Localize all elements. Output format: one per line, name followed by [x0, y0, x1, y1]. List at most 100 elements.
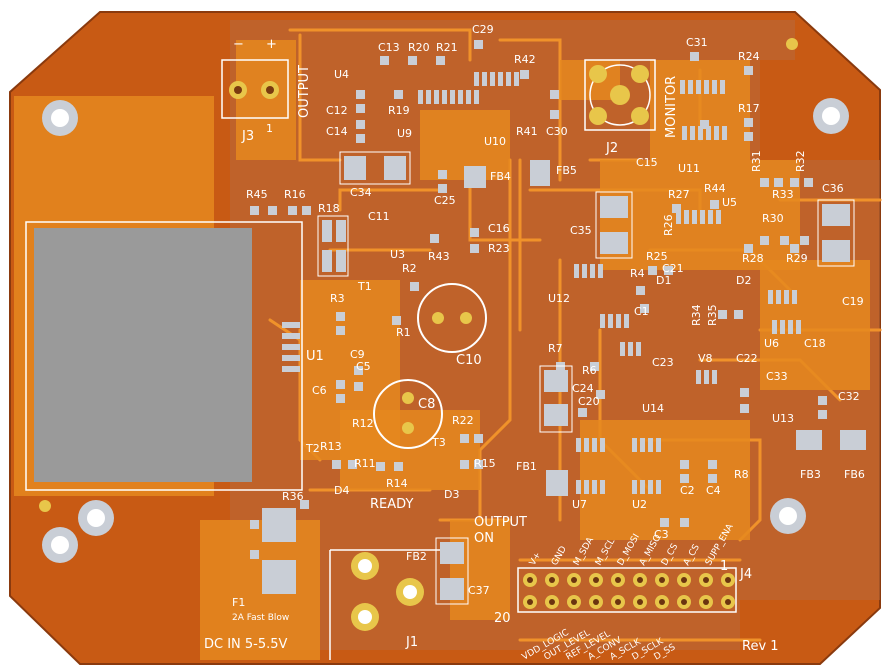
label-r2: R2: [402, 262, 417, 275]
smd-pad: [680, 474, 689, 483]
header-pin-hole: [549, 599, 555, 605]
smd-pad: [700, 120, 709, 129]
label-c13: C13: [378, 41, 400, 54]
label-c5: C5: [356, 360, 371, 373]
ic-pin: [708, 210, 713, 224]
smd-pad: [438, 184, 447, 193]
label-d3: D3: [444, 488, 459, 501]
label-monitor: MONITOR: [664, 76, 679, 138]
label-j3: J3: [241, 129, 254, 144]
ic-pin: [442, 90, 447, 104]
label-c6: C6: [312, 384, 327, 397]
label-c2: C2: [680, 484, 695, 497]
ic-pin: [640, 438, 645, 452]
label-r3: R3: [330, 292, 345, 305]
label-r30: R30: [762, 212, 784, 225]
label-output-on-2: ON: [474, 531, 494, 546]
label-r4: R4: [630, 267, 645, 280]
label-fuse-rating: 2A Fast Blow: [232, 613, 289, 623]
label-t2: T2: [305, 442, 320, 455]
header-pin-hole: [703, 577, 709, 583]
ic-pin: [700, 210, 705, 224]
smd-pad: [460, 460, 469, 469]
label-j4: J4: [739, 567, 752, 582]
smd-pad: [268, 206, 277, 215]
label-u4: U4: [334, 68, 349, 81]
header-pin-hole: [637, 577, 643, 583]
label-c3: C3: [654, 528, 669, 541]
header-pin-hole: [637, 599, 643, 605]
ic-pin: [684, 210, 689, 224]
ic-pin: [640, 480, 645, 494]
label-r23: R23: [488, 242, 510, 255]
label-d1: D1: [656, 274, 671, 287]
label-f1: F1: [232, 596, 245, 609]
label-u3: U3: [390, 248, 405, 261]
ic-pin: [616, 314, 621, 328]
ic-pin: [680, 80, 685, 94]
j3-connector: [221, 59, 289, 119]
label-r7: R7: [548, 342, 563, 355]
label-fb5: FB5: [556, 164, 577, 177]
label-r22: R22: [452, 414, 474, 427]
smd-pad: [288, 206, 297, 215]
label-d2: D2: [736, 274, 751, 287]
smd-pad: [590, 362, 599, 371]
ic-pin: [624, 314, 629, 328]
smd-pad: [744, 132, 753, 141]
label-c29: C29: [472, 23, 494, 36]
display-module: [25, 221, 303, 491]
smd-pad: [744, 244, 753, 253]
ic-pin: [696, 80, 701, 94]
ic-pin: [600, 480, 605, 494]
smd-pad: [460, 434, 469, 443]
label-c35: C35: [570, 224, 592, 237]
smd-pad: [436, 56, 445, 65]
smd-pad: [380, 56, 389, 65]
smd-pad: [818, 410, 827, 419]
label-r19: R19: [388, 104, 410, 117]
smd-pad: [636, 286, 645, 295]
ic-pin: [696, 370, 701, 384]
header-pin-hole: [527, 577, 533, 583]
label-c19: C19: [842, 295, 864, 308]
smd-pad: [664, 266, 673, 275]
ic-pin: [682, 126, 687, 140]
capacitor-c8: [373, 379, 443, 449]
label-fb2: FB2: [406, 550, 427, 563]
smd-pad: [336, 312, 345, 321]
label-r20: R20: [408, 41, 430, 54]
label-rev: Rev 1: [742, 639, 779, 654]
ic-pin: [716, 210, 721, 224]
j4-header: [517, 567, 737, 613]
ic-pin: [704, 370, 709, 384]
header-pin-hole: [659, 599, 665, 605]
ic-pin: [600, 314, 605, 328]
label-header-pin20: 20: [494, 611, 511, 626]
label-u5: U5: [722, 196, 737, 209]
j1-dc-jack: [329, 549, 460, 660]
ic-pin: [434, 90, 439, 104]
smd-pad: [744, 118, 753, 127]
smd-pad: [356, 134, 365, 143]
ic-pin: [784, 290, 789, 304]
label-u2: U2: [632, 498, 647, 511]
header-pin-hole: [659, 577, 665, 583]
ic-pin: [712, 80, 717, 94]
label-fb1: FB1: [516, 460, 537, 473]
ic-pin: [514, 72, 519, 86]
label-c18: C18: [804, 337, 826, 350]
ic-pin: [576, 480, 581, 494]
ic-pin: [590, 264, 595, 278]
smd-pad: [550, 90, 559, 99]
ic-pin: [698, 126, 703, 140]
large-components: [262, 151, 866, 605]
label-d4: D4: [334, 484, 349, 497]
label-r36: R36: [282, 490, 304, 503]
label-r41: R41: [516, 125, 538, 138]
via-small: [786, 38, 798, 50]
ic-pin: [780, 320, 785, 334]
label-u9: U9: [397, 127, 412, 140]
label-r43: R43: [428, 250, 450, 263]
